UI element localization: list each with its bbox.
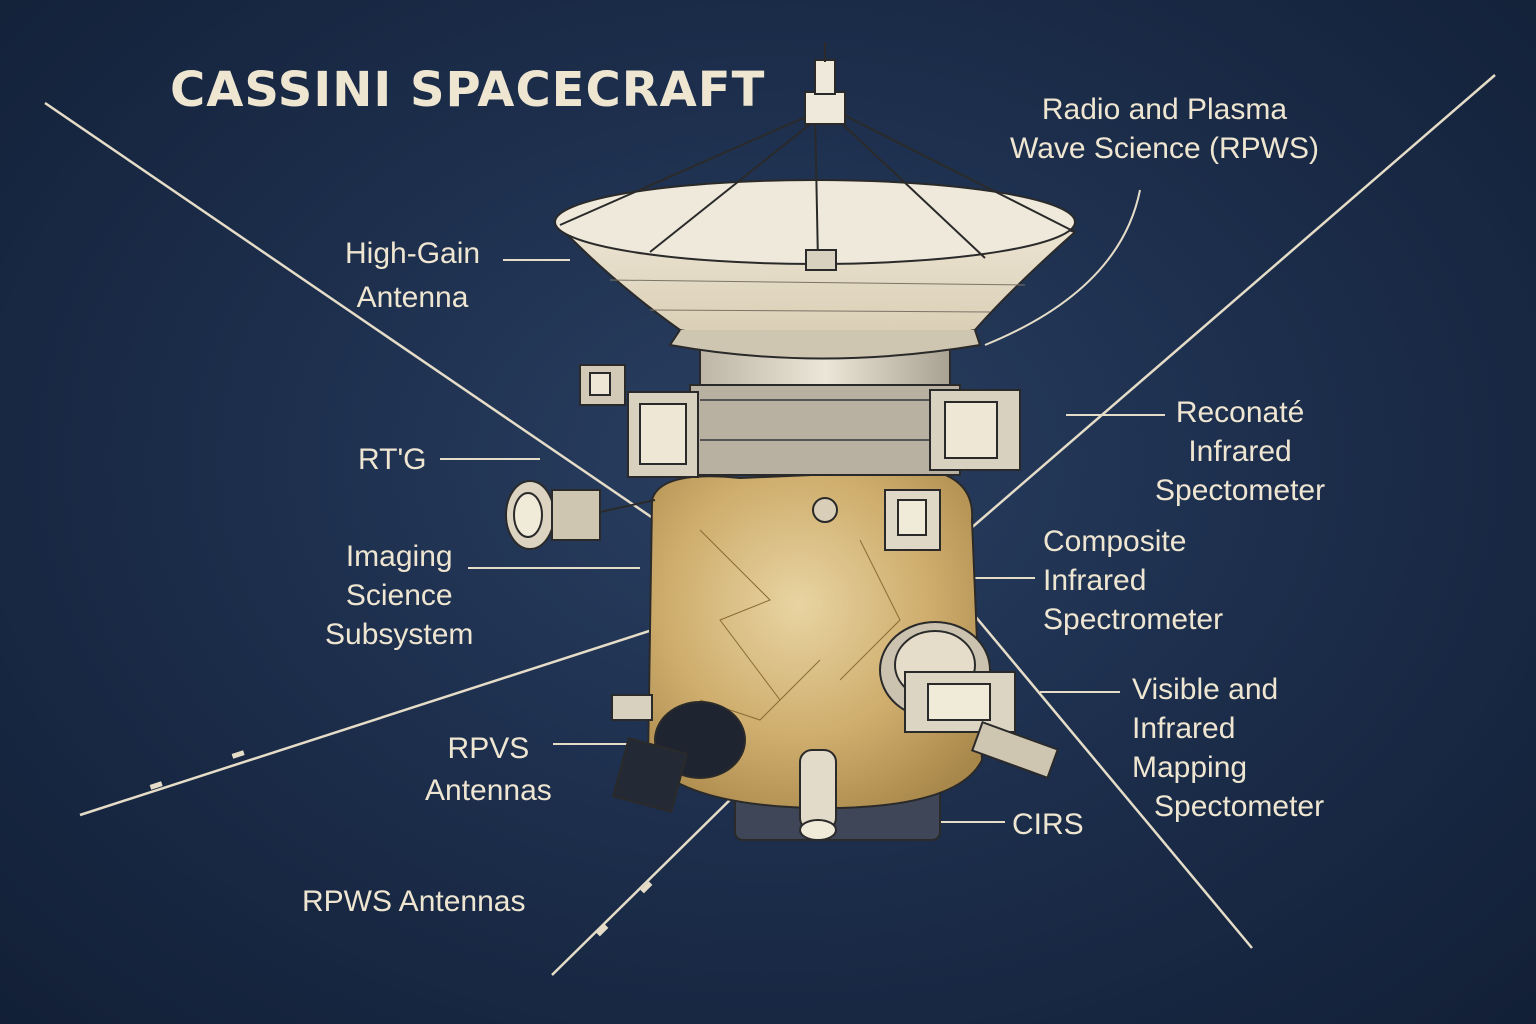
label-line: Subsystem xyxy=(325,618,474,651)
label-line: Spectometer xyxy=(1155,474,1326,507)
label-line: RPWS Antennas xyxy=(302,885,526,918)
label-rpvs-antennas: RPVS Antennas xyxy=(425,728,552,812)
label-line: Spectrometer xyxy=(1043,603,1224,636)
label-rtg: RT'G xyxy=(358,440,427,479)
label-visible-infrared-mapping-spectometer: Visible and Infrared Mapping Spectometer xyxy=(1132,670,1324,826)
label-line: Antennas xyxy=(425,774,552,807)
boom-segments xyxy=(149,750,653,937)
label-line: Spectometer xyxy=(1154,790,1325,823)
label-line: Mapping xyxy=(1132,751,1248,784)
imaging-instruments xyxy=(611,694,837,841)
label-line: Antenna xyxy=(356,281,469,314)
label-line: Science xyxy=(345,579,453,612)
rtg-boom xyxy=(44,101,686,542)
label-line: High-Gain xyxy=(345,237,481,270)
label-line: Infrared xyxy=(1132,712,1236,745)
label-cirs: CIRS xyxy=(1012,805,1084,844)
rpws-antenna-left xyxy=(79,610,709,817)
diagram-title: CASSINI SPACECRAFT xyxy=(170,62,766,118)
magnetometer-boom xyxy=(939,74,1496,556)
label-line: CIRS xyxy=(1012,808,1084,841)
boom-lines xyxy=(44,74,1496,976)
label-line: Reconaté xyxy=(1175,396,1305,429)
label-imaging-science-subsystem: Imaging Science Subsystem xyxy=(325,537,473,654)
label-line: Imaging xyxy=(345,540,453,573)
high-gain-antenna xyxy=(553,42,1077,360)
label-rpws-antennas: RPWS Antennas xyxy=(302,882,525,921)
label-reconate-infrared-spectometer: Reconaté Infrared Spectometer xyxy=(1155,393,1325,510)
label-line: Visible and xyxy=(1132,673,1279,706)
label-rpws-top: Radio and Plasma Wave Science (RPWS) xyxy=(1010,90,1319,168)
leader-lines xyxy=(440,189,1165,823)
label-composite-infrared-spectrometer: Composite Infrared Spectrometer xyxy=(1043,522,1223,639)
label-high-gain-antenna: High-Gain Antenna xyxy=(345,232,480,320)
label-line: RPVS xyxy=(447,732,530,765)
equipment-ring xyxy=(579,344,1021,478)
rpws-antenna-bottom xyxy=(551,789,741,976)
label-line: Composite xyxy=(1043,525,1187,558)
label-line: Infrared xyxy=(1043,564,1147,597)
label-line: Infrared xyxy=(1188,435,1292,468)
label-line: Wave Science (RPWS) xyxy=(1010,132,1319,165)
label-line: RT'G xyxy=(358,443,427,476)
label-line: Radio and Plasma xyxy=(1041,93,1288,126)
rtg-unit xyxy=(505,480,656,550)
instrument-cluster xyxy=(879,489,1059,780)
rpws-antenna-right xyxy=(969,609,1253,949)
